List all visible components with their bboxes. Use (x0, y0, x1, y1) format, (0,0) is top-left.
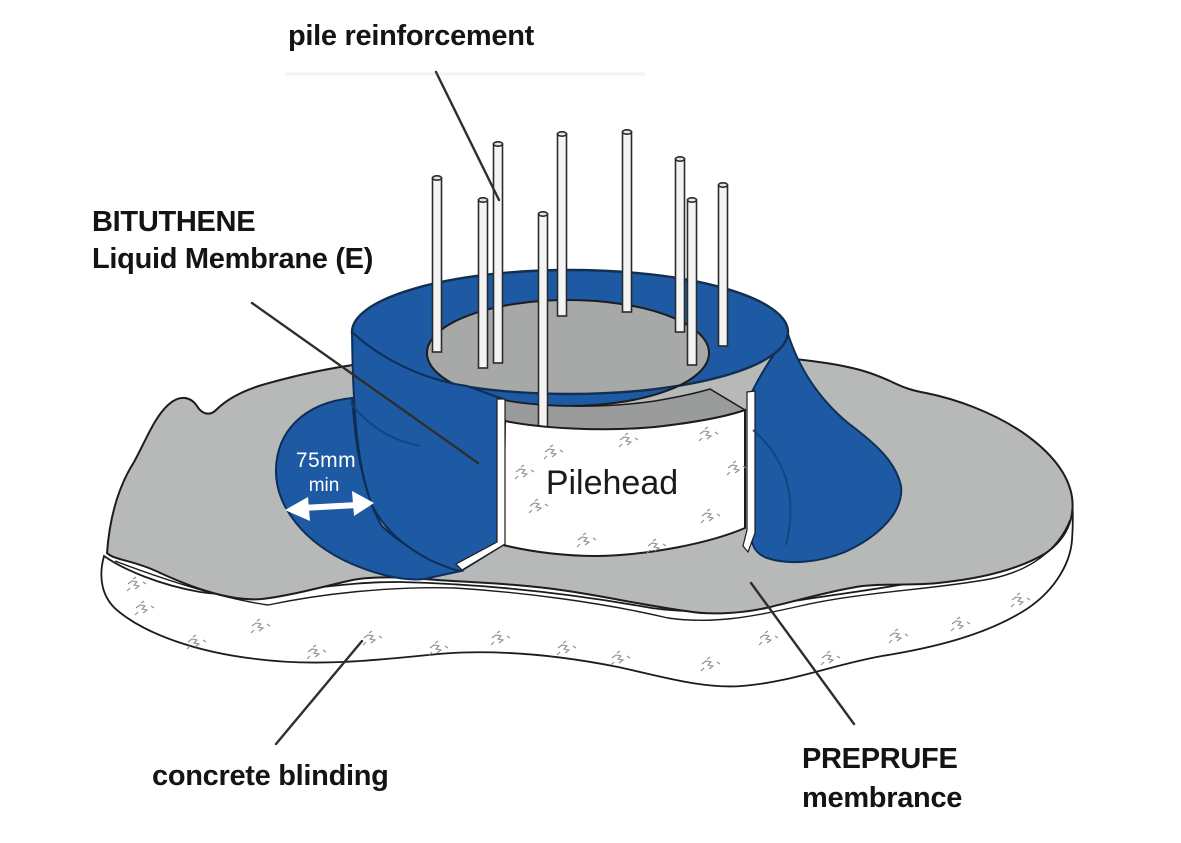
label-bituthene: BITUTHENE Liquid Membrane (E) (92, 204, 373, 278)
membrane-cut-face-right (742, 390, 756, 554)
membrane-shading-lines (349, 401, 792, 546)
rebar (431, 175, 443, 353)
rebar (556, 131, 568, 317)
label-preprufe-line2: membrance (802, 782, 963, 814)
bituthene-wall-left (350, 329, 504, 573)
membrane-cut-face-left (455, 398, 506, 571)
pilehead-label: Pilehead (546, 464, 678, 502)
rebar (674, 156, 686, 333)
rebar (492, 141, 504, 364)
label-concrete-blinding: concrete blinding (152, 760, 389, 792)
label-bituthene-line2: Liquid Membrane (E) (92, 243, 374, 275)
membrane-edge-double-line (114, 519, 1071, 622)
leader-pile-reinforcement (434, 70, 501, 202)
rebar (717, 182, 729, 347)
double-arrow-icon (285, 491, 374, 521)
leader-preprufe (749, 581, 856, 726)
leader-bituthene (250, 301, 480, 465)
dimension-value: 75mm (296, 449, 356, 472)
dimension-qualifier: min (309, 475, 340, 496)
leader-lines (250, 70, 856, 746)
dimension-annotation: 75mm min (285, 449, 374, 521)
rebar (537, 211, 549, 435)
rebar-group (431, 129, 729, 369)
rebar (686, 197, 698, 366)
rebar (477, 197, 489, 369)
label-pile-reinforcement: pile reinforcement (288, 20, 534, 52)
label-bituthene-line1: BITUTHENE (92, 206, 256, 238)
label-preprufe-line1: PREPRUFE (802, 743, 958, 775)
label-preprufe: PREPRUFE membrance (802, 740, 962, 818)
pilehead-face (501, 408, 746, 558)
concrete-blinding-layer (100, 497, 1074, 688)
rebar (621, 129, 633, 313)
leader-concrete-blinding (274, 639, 364, 746)
